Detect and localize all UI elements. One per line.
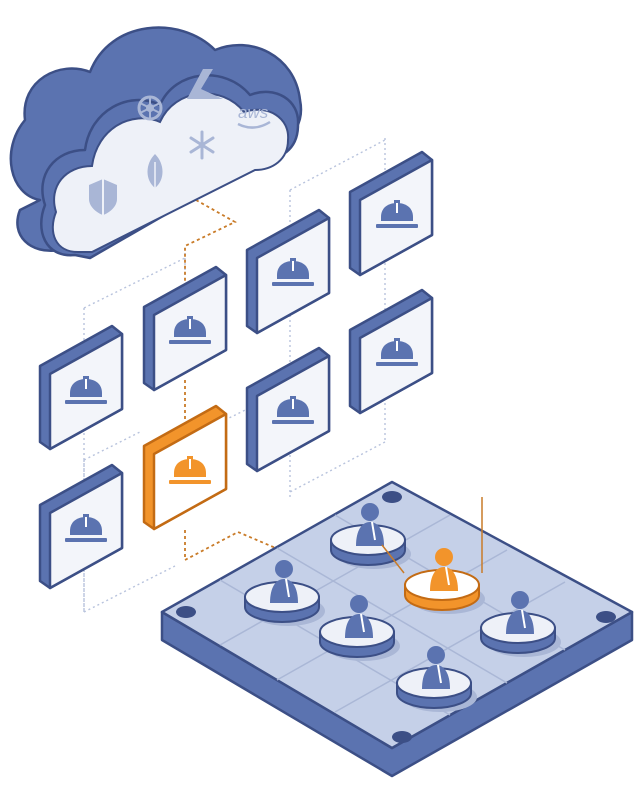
user-node[interactable] — [319, 594, 400, 661]
tile-grid — [38, 150, 434, 590]
gcp-shield-icon — [89, 179, 117, 215]
user-node[interactable] — [330, 502, 411, 569]
kubernetes-icon — [137, 95, 163, 121]
user-node[interactable] — [396, 645, 477, 712]
tile[interactable] — [245, 346, 331, 473]
tile[interactable] — [245, 208, 331, 335]
snowflake-icon — [189, 130, 215, 160]
tile[interactable] — [348, 288, 434, 415]
tile[interactable] — [38, 463, 124, 590]
tile-highlighted[interactable] — [142, 404, 228, 531]
cloud: aws — [9, 26, 303, 260]
tile[interactable] — [348, 150, 434, 277]
tile[interactable] — [142, 265, 228, 392]
connector-lines — [184, 199, 286, 562]
user-list — [244, 497, 561, 712]
tile[interactable] — [38, 324, 124, 451]
user-node[interactable] — [244, 559, 325, 626]
leaf-icon — [147, 154, 163, 190]
platform — [160, 480, 634, 778]
user-node[interactable] — [480, 590, 561, 657]
user-node-highlighted[interactable] — [381, 497, 485, 614]
aws-logo: aws — [237, 103, 271, 129]
aws-logo-text: aws — [238, 103, 269, 122]
azure-icon — [187, 69, 223, 99]
